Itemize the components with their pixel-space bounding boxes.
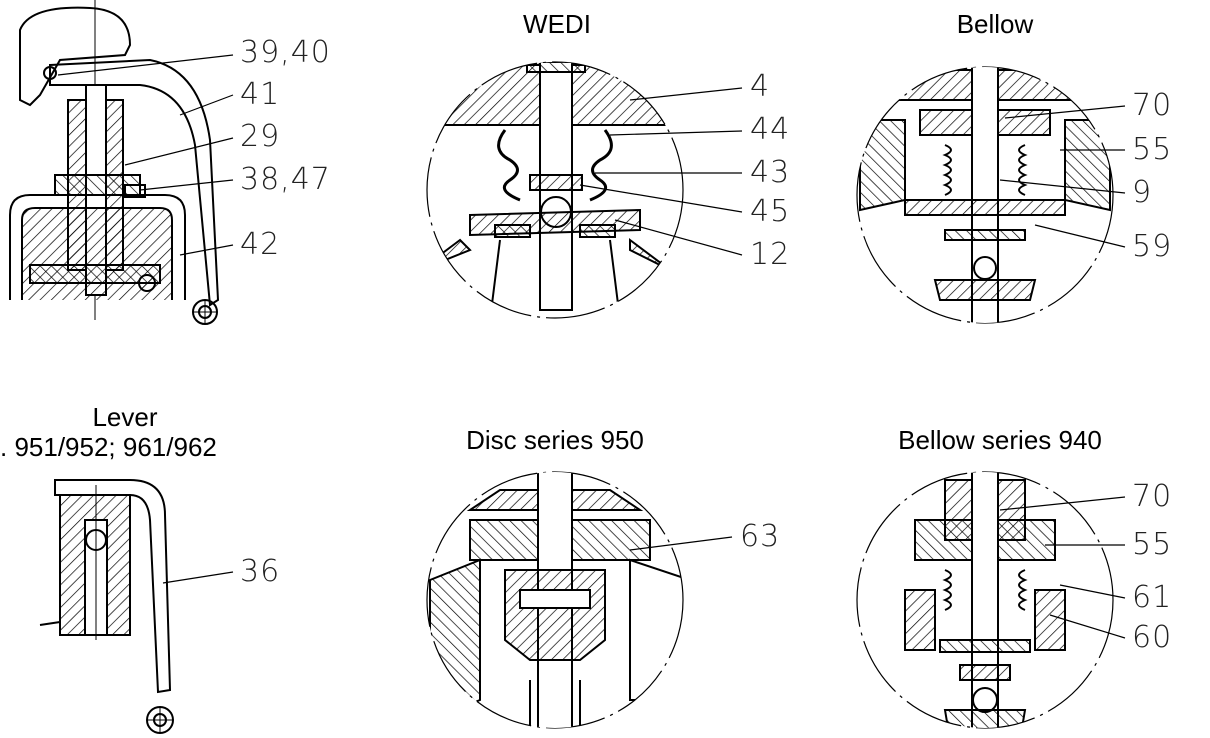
lever-951-drawing [39, 479, 174, 734]
leader-44 [609, 130, 743, 136]
leader-63 [629, 536, 733, 551]
title-wedi: WEDI [523, 9, 591, 39]
leader-38-47 [139, 179, 234, 191]
callout-4: 4 [750, 69, 771, 104]
callout-29: 29 [240, 119, 281, 154]
callout-60: 60 [1132, 620, 1173, 655]
disc-950-detail-drawing [429, 472, 683, 728]
callout-36: 36 [240, 554, 281, 589]
callout-12: 12 [750, 237, 791, 272]
leader-9 [999, 179, 1126, 194]
leader-60 [1049, 614, 1126, 639]
callout-42: 42 [240, 227, 281, 262]
leader-29 [124, 137, 234, 166]
bellow-detail-drawing [857, 67, 1113, 323]
leader-36 [162, 571, 234, 584]
lever-assembly-drawing [9, 0, 220, 325]
leader-42 [179, 244, 234, 256]
callout-45: 45 [750, 194, 791, 229]
callout-55-bellow-940: 55 [1132, 527, 1173, 562]
title-bellow: Bellow [956, 9, 1034, 39]
leader-lines [57, 54, 1126, 639]
bellow-940-detail-drawing [904, 472, 1066, 728]
leader-70b [999, 496, 1126, 511]
title-lever-series: . 951/952; 961/962 [0, 432, 217, 462]
leader-12 [614, 219, 743, 256]
leader-45 [579, 184, 743, 213]
wedi-detail-drawing [427, 62, 683, 318]
callout-59: 59 [1132, 229, 1173, 264]
leader-59 [1034, 224, 1126, 248]
callout-41: 41 [240, 77, 281, 112]
callout-61: 61 [1132, 580, 1173, 615]
leader-4 [629, 87, 743, 101]
callout-9: 9 [1132, 175, 1153, 210]
callout-55-bellow: 55 [1132, 132, 1173, 167]
callout-39-40: 39,40 [240, 35, 331, 70]
callout-44: 44 [750, 112, 791, 147]
callout-43: 43 [750, 155, 791, 190]
leader-61 [1059, 584, 1126, 599]
title-bellow-940: Bellow series 940 [898, 425, 1102, 455]
title-disc-950: Disc series 950 [466, 425, 644, 455]
leader-39-40 [57, 54, 234, 76]
callout-70-bellow-940: 70 [1132, 479, 1173, 514]
leader-41 [179, 94, 234, 116]
callout-38-47: 38,47 [240, 162, 331, 197]
title-lever: Lever [92, 402, 158, 432]
callout-70-bellow: 70 [1132, 88, 1173, 123]
leader-70a [1004, 105, 1126, 119]
callout-63: 63 [740, 519, 781, 554]
